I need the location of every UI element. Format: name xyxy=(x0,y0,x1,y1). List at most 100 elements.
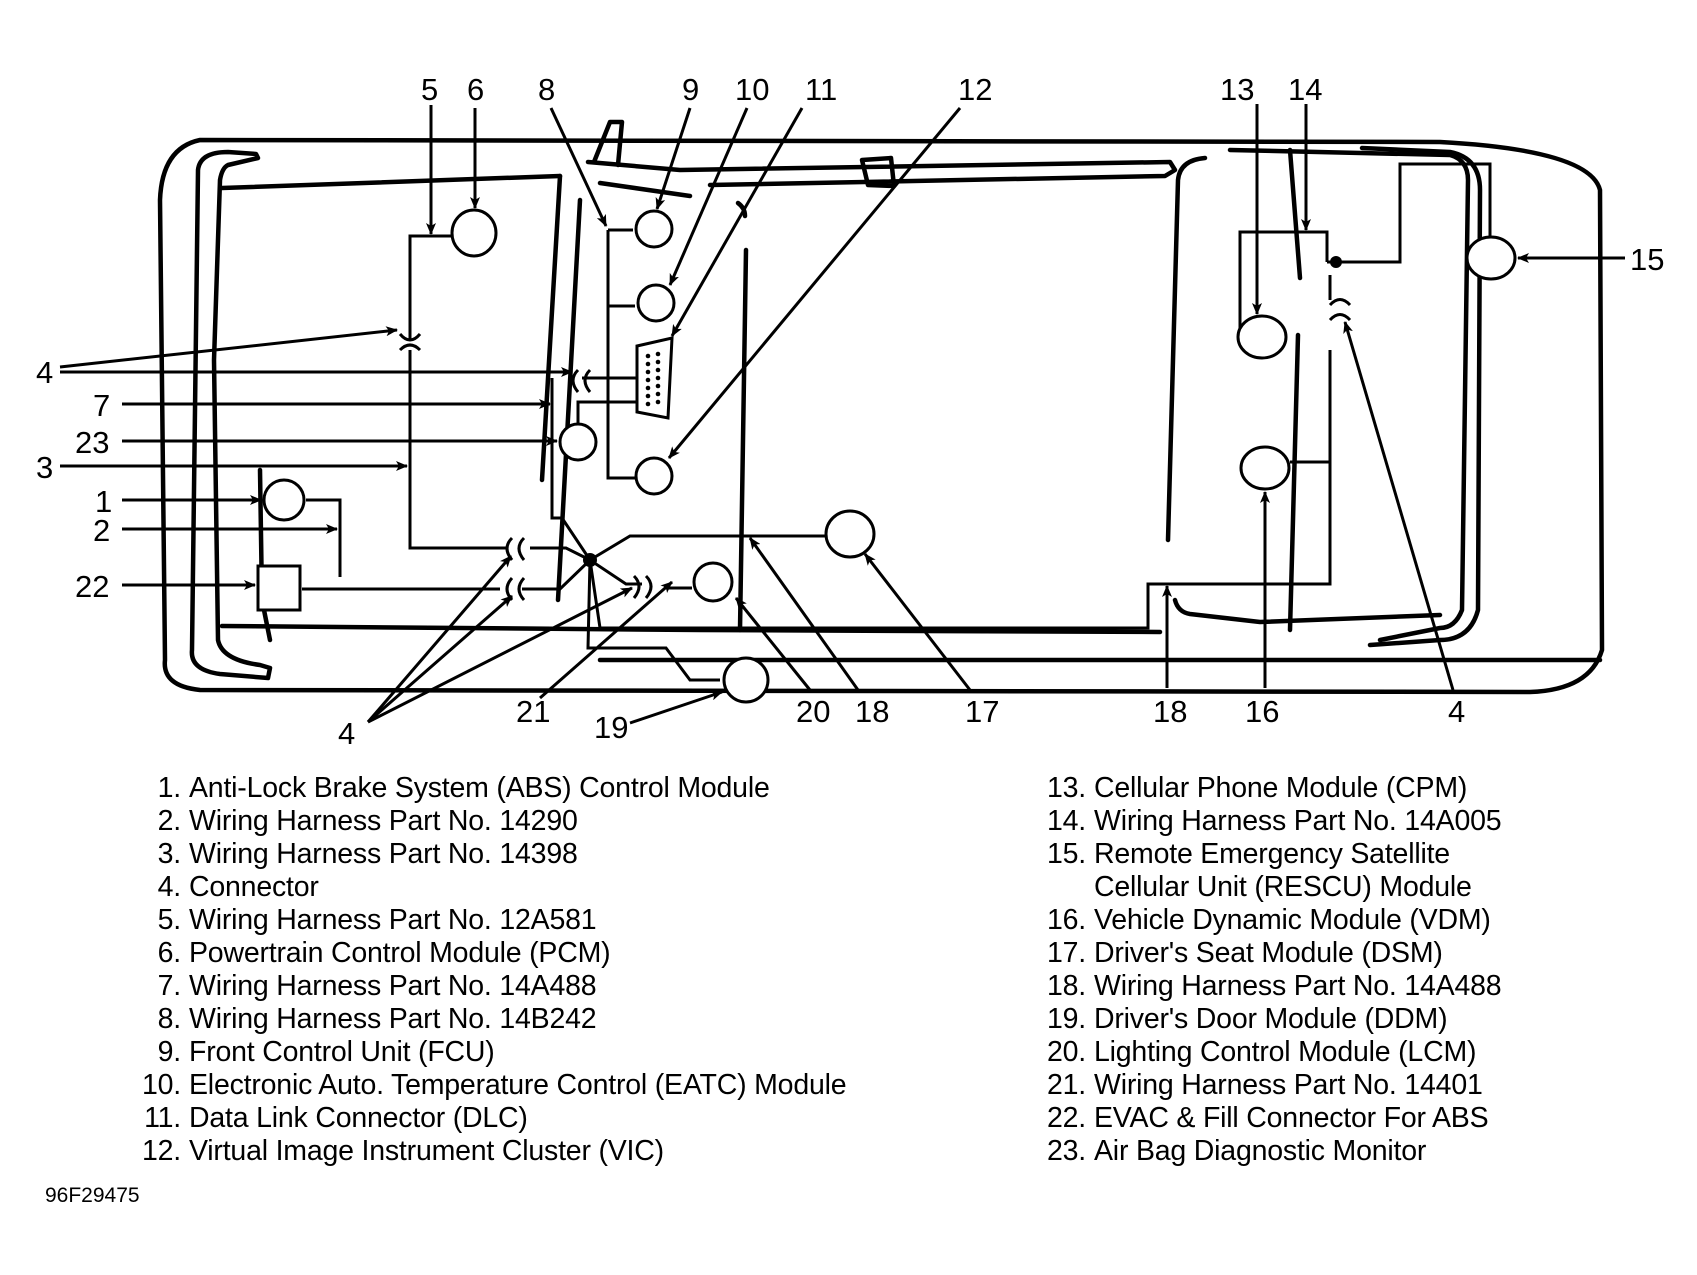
a-pillar-left xyxy=(539,173,563,483)
legend-item: 3.Wiring Harness Part No. 14398 xyxy=(135,838,846,871)
module-lcm xyxy=(692,561,734,603)
rear-pillar xyxy=(1287,147,1303,281)
callout-21: 21 xyxy=(516,694,550,729)
dash-line-1 xyxy=(585,159,1178,188)
legend-item: 10.Electronic Auto. Temperature Control … xyxy=(135,1069,847,1102)
trunk-lid xyxy=(1359,145,1483,648)
legend-number: 4. xyxy=(157,871,182,903)
legend-text: Air Bag Diagnostic Monitor xyxy=(1094,1135,1427,1167)
harness-2 xyxy=(306,498,342,577)
harness-4-upper xyxy=(530,546,591,562)
legend-text: Connector xyxy=(189,871,319,903)
callout-1: 1 xyxy=(95,484,112,519)
arrow-19 xyxy=(629,690,723,725)
legend-number: 12. xyxy=(141,1135,181,1167)
legend-item: 13.Cellular Phone Module (CPM) xyxy=(1040,772,1501,805)
dash-line-2 xyxy=(597,180,693,199)
connector-icon xyxy=(632,574,653,599)
legend-text: Front Control Unit (FCU) xyxy=(189,1036,495,1068)
legend-number: 14. xyxy=(1046,805,1086,837)
callout-12: 12 xyxy=(958,72,992,107)
legend-item: 8.Wiring Harness Part No. 14B242 xyxy=(135,1003,846,1036)
hood-line xyxy=(219,173,563,191)
legend-number: 10. xyxy=(141,1069,181,1101)
arrow-21 xyxy=(539,580,673,700)
callout-15: 15 xyxy=(1630,242,1664,277)
legend-item: 18.Wiring Harness Part No. 14A488 xyxy=(1040,970,1502,1003)
callout-10: 10 xyxy=(735,72,769,107)
legend-text: Wiring Harness Part No. 14A488 xyxy=(1094,970,1502,1002)
legend-number: 15. xyxy=(1046,838,1086,870)
legend-number: 7. xyxy=(157,970,182,1002)
legend-number: 16. xyxy=(1046,904,1086,936)
callout-5: 5 xyxy=(421,72,438,107)
legend-text: Driver's Seat Module (DSM) xyxy=(1094,937,1443,969)
legend-item: 5.Wiring Harness Part No. 12A581 xyxy=(135,904,846,937)
legend-item: 14.Wiring Harness Part No. 14A005 xyxy=(1040,805,1502,838)
arrow-4a-upper xyxy=(59,326,398,369)
harness-21 xyxy=(522,558,642,591)
legend-text: Wiring Harness Part No. 14A005 xyxy=(1094,805,1502,837)
arrow-9 xyxy=(655,107,692,210)
legend-text: Wiring Harness Part No. 14B242 xyxy=(189,1003,597,1035)
legend-text: Wiring Harness Part No. 12A581 xyxy=(189,904,597,936)
car-body-outline xyxy=(157,119,1605,695)
callout-22: 22 xyxy=(75,569,109,604)
harness-ddm xyxy=(586,559,720,682)
legend-text: Cellular Phone Module (CPM) xyxy=(1094,772,1468,804)
legend-item-continuation: Cellular Unit (RESCU) Module xyxy=(1040,871,1501,904)
a-pillar-right xyxy=(555,197,583,603)
legend-text: Vehicle Dynamic Module (VDM) xyxy=(1094,904,1491,936)
harness-rescu xyxy=(1327,162,1492,264)
rear-glass xyxy=(1165,155,1208,543)
legend-item: 2.Wiring Harness Part No. 14290 xyxy=(135,805,846,838)
legend-item: 20.Lighting Control Module (LCM) xyxy=(1040,1036,1501,1069)
callout-3: 3 xyxy=(36,450,53,485)
legend-item: 12.Virtual Image Instrument Cluster (VIC… xyxy=(135,1135,846,1168)
arrow-18a xyxy=(748,537,860,691)
callout-4-left: 4 xyxy=(36,355,53,390)
callout-17: 17 xyxy=(965,694,999,729)
legend-text: Remote Emergency Satellite xyxy=(1094,838,1450,870)
arrow-4b-3 xyxy=(367,586,633,724)
arrow-20 xyxy=(734,597,812,691)
module-eatc xyxy=(636,283,676,323)
callout-20: 20 xyxy=(796,694,830,729)
legend-number: 17. xyxy=(1046,937,1086,969)
legend-left-column: 1.Anti-Lock Brake System (ABS) Control M… xyxy=(135,772,847,1168)
legend-number: 19. xyxy=(1046,1003,1086,1035)
legend-text: Wiring Harness Part No. 14401 xyxy=(1094,1069,1483,1101)
harness-7 xyxy=(550,378,592,561)
callout-4-bottom: 4 xyxy=(338,716,355,751)
evac-fill-connector xyxy=(256,564,302,612)
arrow-12 xyxy=(667,107,962,459)
module-dlc xyxy=(635,336,674,420)
legend-text: Powertrain Control Module (PCM) xyxy=(189,937,611,969)
callout-labels: 5 6 8 9 10 11 12 13 14 15 4 7 23 3 1 2 2… xyxy=(36,72,1664,751)
callout-8: 8 xyxy=(538,72,555,107)
legend-item: 15.Remote Emergency Satellite xyxy=(1040,838,1501,871)
arrow-4b-2 xyxy=(367,594,513,724)
callout-2: 2 xyxy=(93,513,110,548)
callout-4-right: 4 xyxy=(1448,694,1465,729)
module-cpm xyxy=(1236,314,1288,360)
callout-6: 6 xyxy=(467,72,484,107)
callout-7: 7 xyxy=(93,388,110,423)
legend-item: 17.Driver's Seat Module (DSM) xyxy=(1040,937,1501,970)
vehicle-wiring-diagram: 5 6 8 9 10 11 12 13 14 15 4 7 23 3 1 2 2… xyxy=(36,72,1664,751)
legend-item: 9.Front Control Unit (FCU) xyxy=(135,1036,846,1069)
callout-18-rear: 18 xyxy=(1153,694,1187,729)
rear-deck xyxy=(1227,147,1471,643)
windshield-base xyxy=(219,623,1163,635)
legend-number: 11. xyxy=(144,1102,181,1134)
arrow-11 xyxy=(670,107,804,337)
legend-item: 22.EVAC & Fill Connector For ABS xyxy=(1040,1102,1501,1135)
legend-number: 20. xyxy=(1046,1036,1086,1068)
callout-16: 16 xyxy=(1245,694,1279,729)
legend-number: 6. xyxy=(157,937,182,969)
module-dsm xyxy=(824,509,876,559)
callout-9: 9 xyxy=(682,72,699,107)
rear-pillar-low xyxy=(1287,332,1301,633)
module-pcm xyxy=(450,208,498,258)
legend-number: 21. xyxy=(1046,1069,1086,1101)
